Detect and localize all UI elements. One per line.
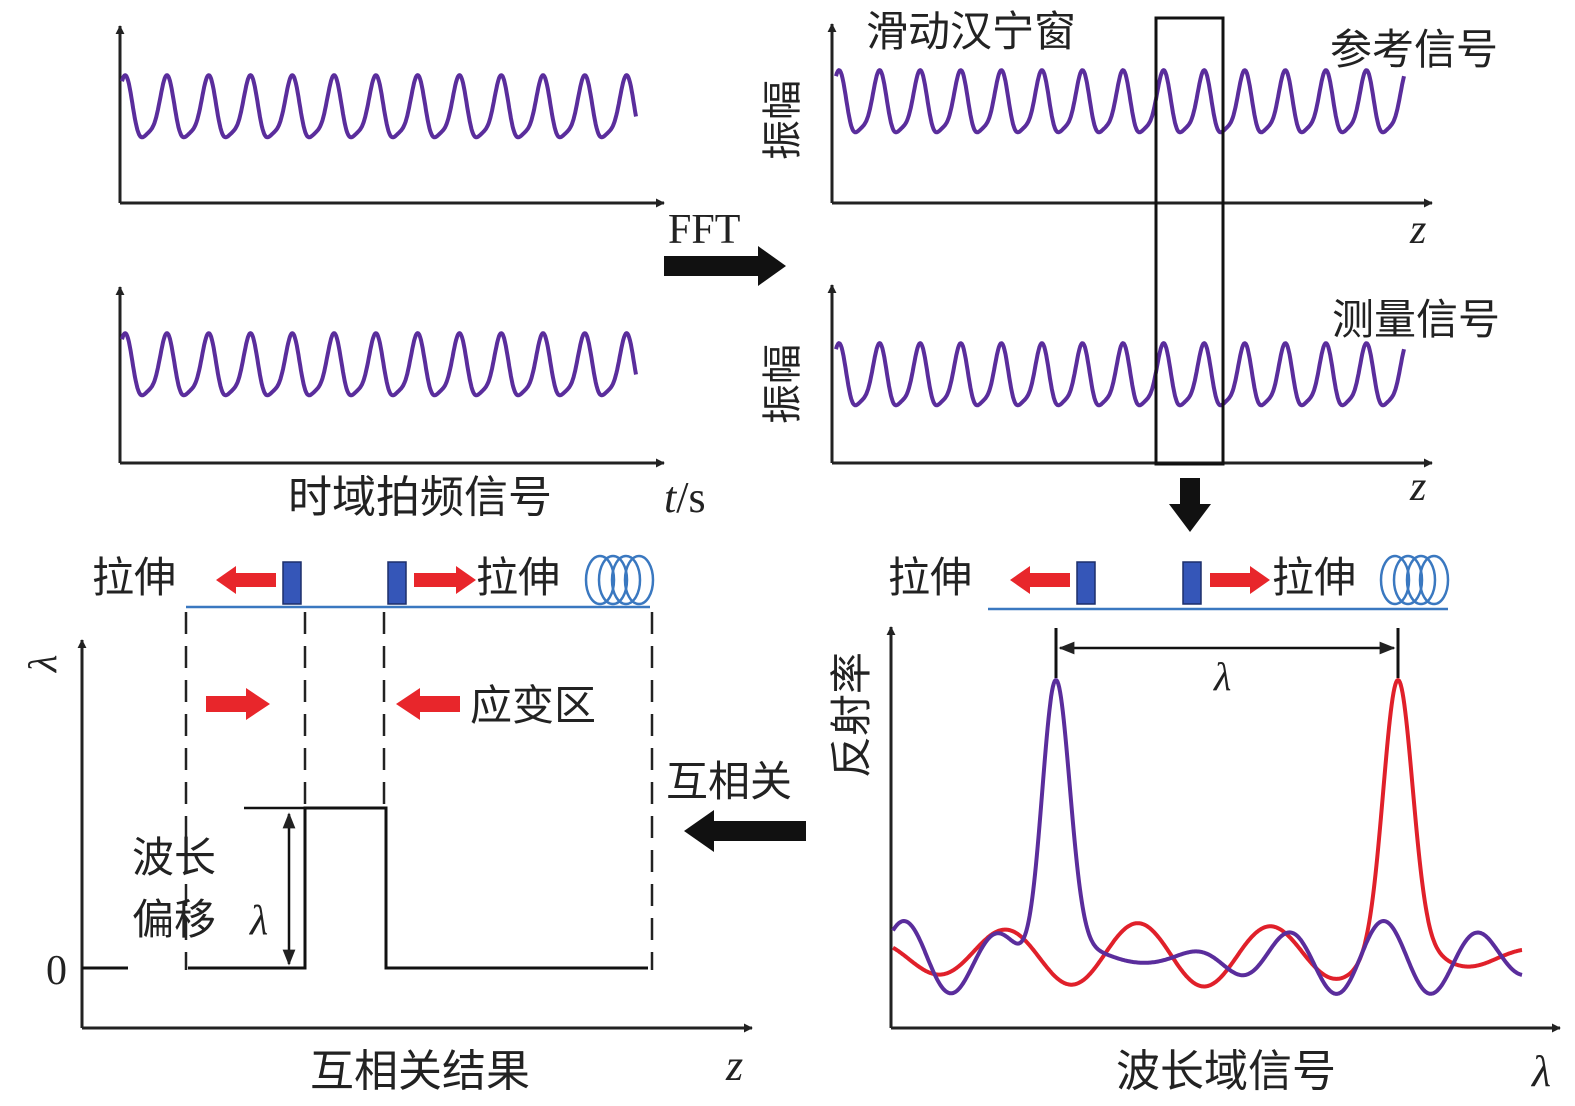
wavelength-shift-symbol: λ xyxy=(248,898,268,944)
result-step-line xyxy=(188,806,648,970)
fiber-grating-left xyxy=(282,561,302,605)
cross-correlation-plot xyxy=(77,612,753,1033)
cross-correlation-arrow xyxy=(684,810,806,852)
fiber-left: 拉伸 拉伸 xyxy=(92,553,655,609)
reference-signal-label: 参考信号 xyxy=(1330,25,1498,74)
stretch-label-left: 拉伸 xyxy=(92,553,176,602)
fiber-grating-left xyxy=(1076,561,1096,605)
pull-arrow-left xyxy=(1010,566,1070,594)
fiber-coil-icon xyxy=(584,554,655,606)
strain-arrow-right xyxy=(206,688,270,720)
strain-arrow-left xyxy=(396,688,460,720)
cross-correlation-z-label: z xyxy=(725,1041,743,1090)
reference-signal-plot xyxy=(827,23,1433,208)
pull-arrow-right xyxy=(414,566,476,594)
cross-correlation-y-label: λ xyxy=(20,655,65,673)
time-domain-upper-plot xyxy=(115,25,665,208)
cross-correlation-label: 互相关 xyxy=(666,757,792,806)
pull-arrow-right xyxy=(1210,566,1270,594)
hanning-window-label: 滑动汉宁窗 xyxy=(866,7,1076,56)
wavelength-domain-plot xyxy=(886,626,1561,1033)
measured-signal-plot xyxy=(827,284,1433,468)
fiber-grating-right xyxy=(1182,561,1202,605)
peak-separation-label: λ xyxy=(1213,654,1231,699)
down-arrow xyxy=(1169,478,1211,532)
z-axis-label-bottom: z xyxy=(1409,464,1426,510)
stretch-label-right: 拉伸 xyxy=(1272,553,1356,602)
fiber-right: 拉伸 拉伸 xyxy=(888,553,1450,611)
measured-signal-wave xyxy=(834,341,1406,408)
amplitude-label-top: 振幅 xyxy=(760,80,806,160)
reference-signal-wave xyxy=(834,68,1406,135)
fft-arrow xyxy=(664,246,786,286)
stretch-label-right: 拉伸 xyxy=(476,553,560,602)
wavelength-shift-label-line1: 波长 xyxy=(132,833,216,882)
measured-spectrum-curve xyxy=(891,678,1524,989)
measured-signal-label: 测量信号 xyxy=(1332,295,1500,344)
pull-arrow-left xyxy=(216,566,276,594)
beat-signal-wave xyxy=(120,331,638,398)
wavelength-shift-label-line2: 偏移 xyxy=(132,895,216,944)
stretch-label-left: 拉伸 xyxy=(888,553,972,602)
wavelength-axis-label: λ xyxy=(1530,1047,1551,1096)
hanning-window-box xyxy=(1154,16,1225,466)
time-domain-lower-plot xyxy=(115,286,665,468)
beat-signal-wave xyxy=(120,73,638,140)
time-domain-caption: 时域拍频信号 xyxy=(288,472,552,523)
z-axis-label-top: z xyxy=(1409,207,1426,253)
wavelength-domain-caption: 波长域信号 xyxy=(1116,1046,1336,1097)
amplitude-label-bottom: 振幅 xyxy=(760,344,806,424)
strain-region-label: 应变区 xyxy=(470,681,596,730)
cross-correlation-caption: 互相关结果 xyxy=(310,1046,530,1097)
fiber-grating-right xyxy=(387,561,407,605)
fft-label: FFT xyxy=(668,207,740,253)
reference-spectrum-curve xyxy=(891,678,1524,996)
time-axis-label: t/s xyxy=(664,473,706,522)
fiber-coil-icon xyxy=(1379,554,1450,606)
reflectivity-label: 反射率 xyxy=(827,652,876,778)
zero-label: 0 xyxy=(46,948,67,994)
